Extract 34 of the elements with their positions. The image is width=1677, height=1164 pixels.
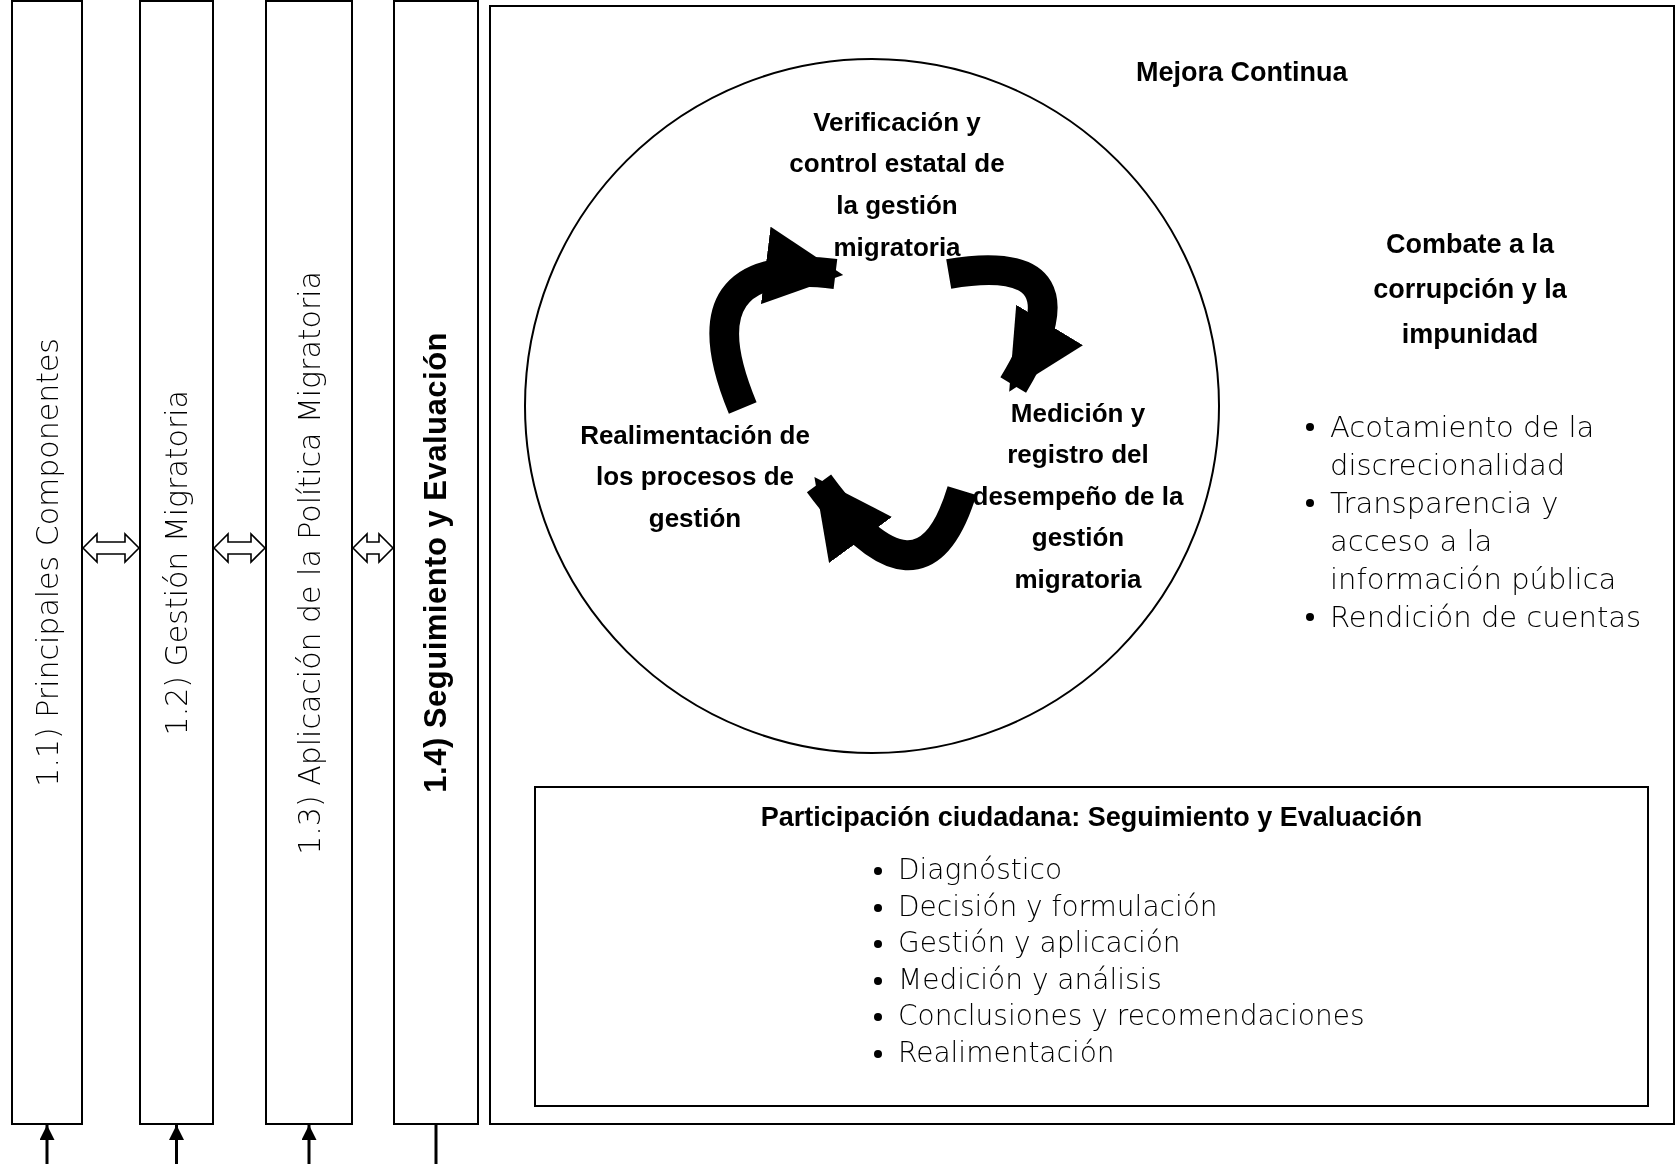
arrow bbox=[169, 1125, 184, 1164]
bullet-item: Conclusiones y recomendaciones bbox=[898, 999, 1365, 1032]
bullet-item: Decisión y formulación bbox=[898, 889, 1218, 923]
bullet-item: Transparencia y acceso a la información pública bbox=[1330, 486, 1617, 596]
vertical-band bbox=[265, 0, 353, 1125]
bullet-item: Medición y análisis bbox=[898, 962, 1162, 996]
panel-heading: Participación ciudadana: Seguimiento y Evaluación bbox=[759, 802, 1424, 833]
bullet-item: Realimentación bbox=[898, 1035, 1115, 1069]
arrow bbox=[39, 1125, 55, 1164]
double-arrow bbox=[351, 532, 395, 564]
vertical-band bbox=[139, 0, 214, 1125]
panel-box bbox=[534, 786, 1649, 1107]
double-arrow bbox=[212, 532, 267, 564]
curved-arrow bbox=[807, 474, 977, 571]
curved-arrow bbox=[946, 255, 1082, 393]
vertical-band bbox=[393, 0, 479, 1125]
connector-line bbox=[434, 1125, 438, 1164]
cycle-step-text: Medición y registro del desempeño de la gestión migratoria bbox=[966, 389, 1190, 604]
band-label: 1.2) Gestión Migratoria bbox=[159, 389, 194, 736]
bullet-item: Acotamiento de la discrecionalidad bbox=[1330, 410, 1595, 482]
bullet-item: Rendición de cuentas bbox=[1330, 600, 1642, 634]
vertical-band bbox=[11, 0, 83, 1125]
band-label: 1.3) Aplicación de la Política Migratoria bbox=[291, 270, 327, 855]
cycle-step-text: Verificación y control estatal de la gestión migratoria bbox=[782, 100, 1012, 270]
arrow bbox=[301, 1125, 317, 1164]
bullet-item: Diagnóstico bbox=[898, 853, 1063, 886]
section-title: Combate a la corrupción y la impunidad bbox=[1372, 228, 1568, 351]
band-label: 1.1) Principales Componentes bbox=[29, 338, 65, 787]
cycle-step-text: Realimentación de los procesos de gestión bbox=[575, 412, 815, 542]
double-arrow bbox=[81, 532, 141, 564]
section-title: Mejora Continua bbox=[1136, 57, 1348, 88]
band-label: 1.4) Seguimiento y Evaluación bbox=[418, 332, 454, 793]
bullet-item: Gestión y aplicación bbox=[898, 926, 1181, 959]
frame-box bbox=[489, 5, 1675, 1125]
